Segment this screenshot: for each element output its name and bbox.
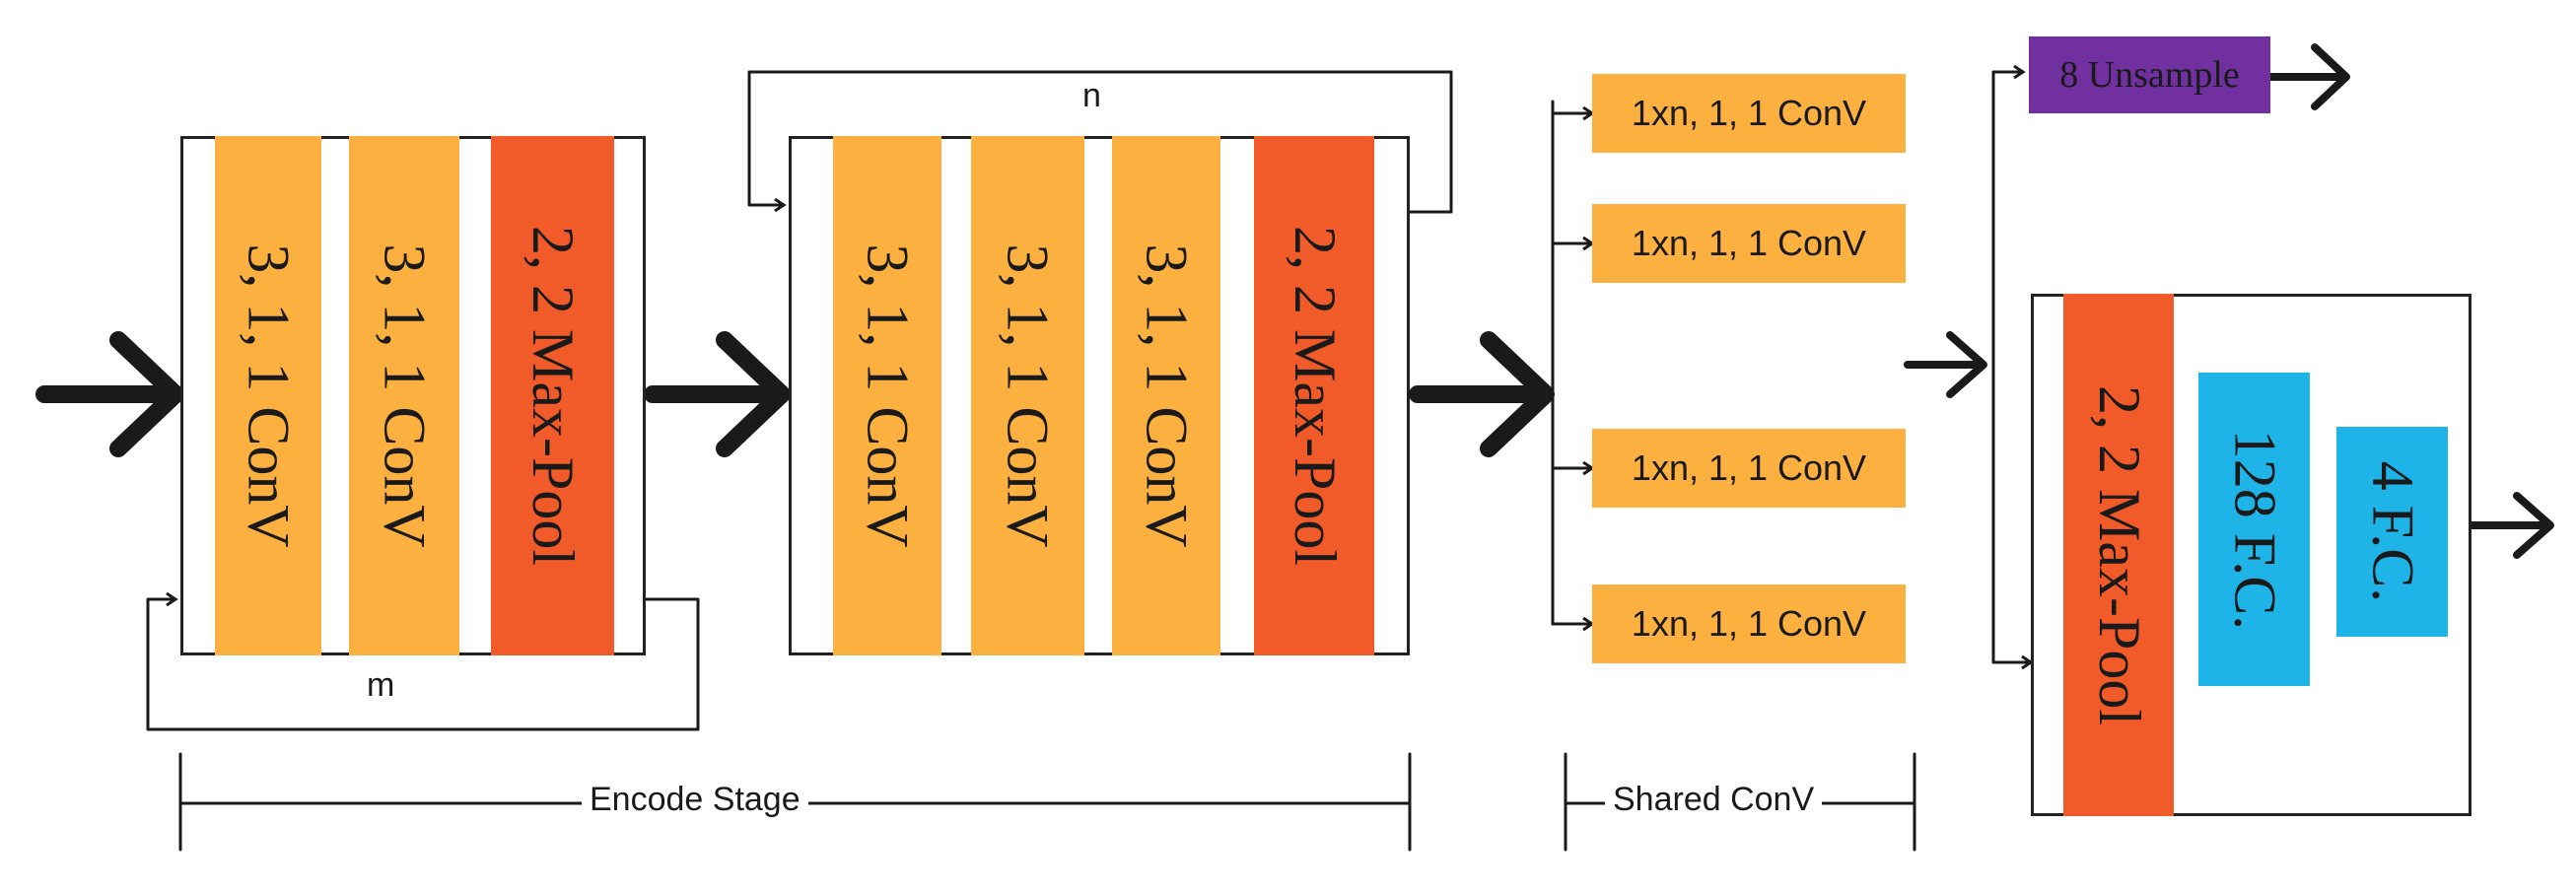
loop-n-line bbox=[747, 70, 1453, 214]
shared-conv-label: 1xn, 1, 1 ConV bbox=[1631, 447, 1867, 488]
max-pool-layer: 2, 2 Max-Pool bbox=[491, 136, 614, 655]
shared-conv-stage-label: Shared ConV bbox=[1605, 781, 1823, 819]
conv-layer: 3, 1, 1 ConV bbox=[833, 136, 941, 655]
shared-conv-label: 1xn, 1, 1 ConV bbox=[1631, 93, 1867, 133]
output-arrow bbox=[2466, 492, 2554, 559]
loop-m-label: m bbox=[367, 666, 395, 704]
shared-conv-label: 1xn, 1, 1 ConV bbox=[1631, 223, 1867, 263]
shared-branch-lines bbox=[1551, 100, 1592, 624]
shared-conv-layer: 1xn, 1, 1 ConV bbox=[1592, 74, 1906, 153]
fc-4-label: 4 F.C. bbox=[2360, 460, 2425, 603]
input-arrow bbox=[35, 331, 184, 457]
upsample-layer: 8 Unsample bbox=[2029, 36, 2270, 113]
conv-layer: 3, 1, 1 ConV bbox=[1112, 136, 1220, 655]
upsample-label: 8 Unsample bbox=[2059, 54, 2240, 96]
conv-layer-label: 3, 1, 1 ConV bbox=[855, 243, 921, 548]
conv-layer-label: 3, 1, 1 ConV bbox=[236, 243, 302, 548]
loop-m-line bbox=[146, 599, 700, 731]
block1-to-block2-arrow bbox=[644, 331, 791, 457]
conv-layer-label: 3, 1, 1 ConV bbox=[1134, 243, 1200, 548]
max-pool-layer-label: 2, 2 Max-Pool bbox=[1282, 226, 1348, 566]
fc-128-layer: 128 F.C. bbox=[2198, 373, 2310, 686]
conv-layer: 3, 1, 1 ConV bbox=[971, 136, 1084, 655]
shared-conv-label: 1xn, 1, 1 ConV bbox=[1631, 603, 1867, 644]
conv-layer-label: 3, 1, 1 ConV bbox=[372, 243, 438, 548]
shared-conv-layer: 1xn, 1, 1 ConV bbox=[1592, 429, 1906, 508]
max-pool-layer: 2, 2 Max-Pool bbox=[2063, 294, 2174, 816]
head-branch-lines bbox=[1991, 72, 2031, 662]
conv-layer-label: 3, 1, 1 ConV bbox=[996, 243, 1062, 548]
max-pool-layer-label: 2, 2 Max-Pool bbox=[2086, 384, 2152, 725]
loop-n-label: n bbox=[1082, 77, 1101, 114]
encode-stage-label: Encode Stage bbox=[582, 781, 808, 819]
shared-conv-layer: 1xn, 1, 1 ConV bbox=[1592, 584, 1906, 663]
max-pool-layer: 2, 2 Max-Pool bbox=[1254, 136, 1374, 655]
fc-128-label: 128 F.C. bbox=[2222, 429, 2287, 630]
conv-layer: 3, 1, 1 ConV bbox=[215, 136, 321, 655]
max-pool-layer-label: 2, 2 Max-Pool bbox=[521, 226, 586, 566]
block2-to-shared-arrow bbox=[1409, 331, 1555, 457]
fc-4-layer: 4 F.C. bbox=[2336, 427, 2448, 637]
conv-layer: 3, 1, 1 ConV bbox=[349, 136, 459, 655]
head-input-arrow bbox=[1904, 331, 1987, 398]
shared-conv-layer: 1xn, 1, 1 ConV bbox=[1592, 204, 1906, 283]
upsample-output-arrow bbox=[2265, 43, 2350, 110]
